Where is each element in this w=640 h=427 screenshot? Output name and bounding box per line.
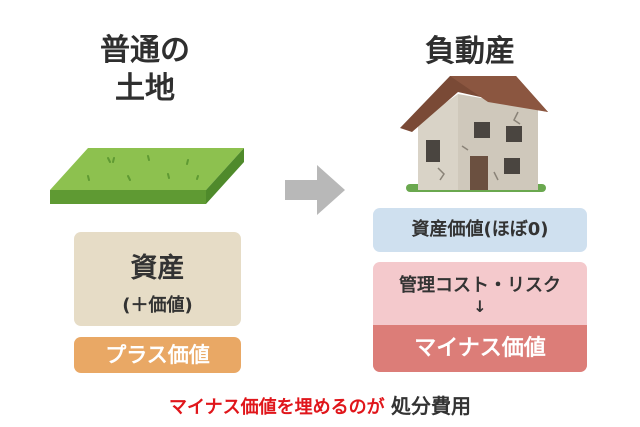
left-title-line1: 普通の [100, 33, 190, 68]
house-illustration [400, 76, 548, 192]
footer-caption: マイナス価値を埋めるのが 処分費用 [0, 390, 640, 419]
right-title: 負動産 [425, 34, 515, 69]
asset-label: 資産 [130, 253, 185, 284]
cost-risk-label: 管理コスト・リスク [399, 275, 561, 296]
asset-sub: (＋価値) [122, 295, 193, 316]
asset-value-box: 資産価値(ほぼ0) [373, 208, 587, 252]
right-arrow-icon [285, 165, 345, 215]
cost-risk-box: 管理コスト・リスク ↓ マイナス価値 [373, 262, 587, 372]
footer-red-text: マイナス価値を埋めるのが [169, 397, 385, 418]
asset-box: 資産 (＋価値) [74, 232, 241, 326]
left-title: 普通の 土地 [70, 32, 220, 108]
footer-black-text: 処分費用 [390, 394, 471, 418]
left-title-line2: 土地 [115, 71, 175, 106]
grass-land-illustration [50, 148, 244, 204]
negative-value-label: マイナス価値 [373, 325, 587, 372]
plus-value-badge: プラス価値 [74, 337, 241, 373]
down-arrow-icon: ↓ [473, 297, 487, 316]
